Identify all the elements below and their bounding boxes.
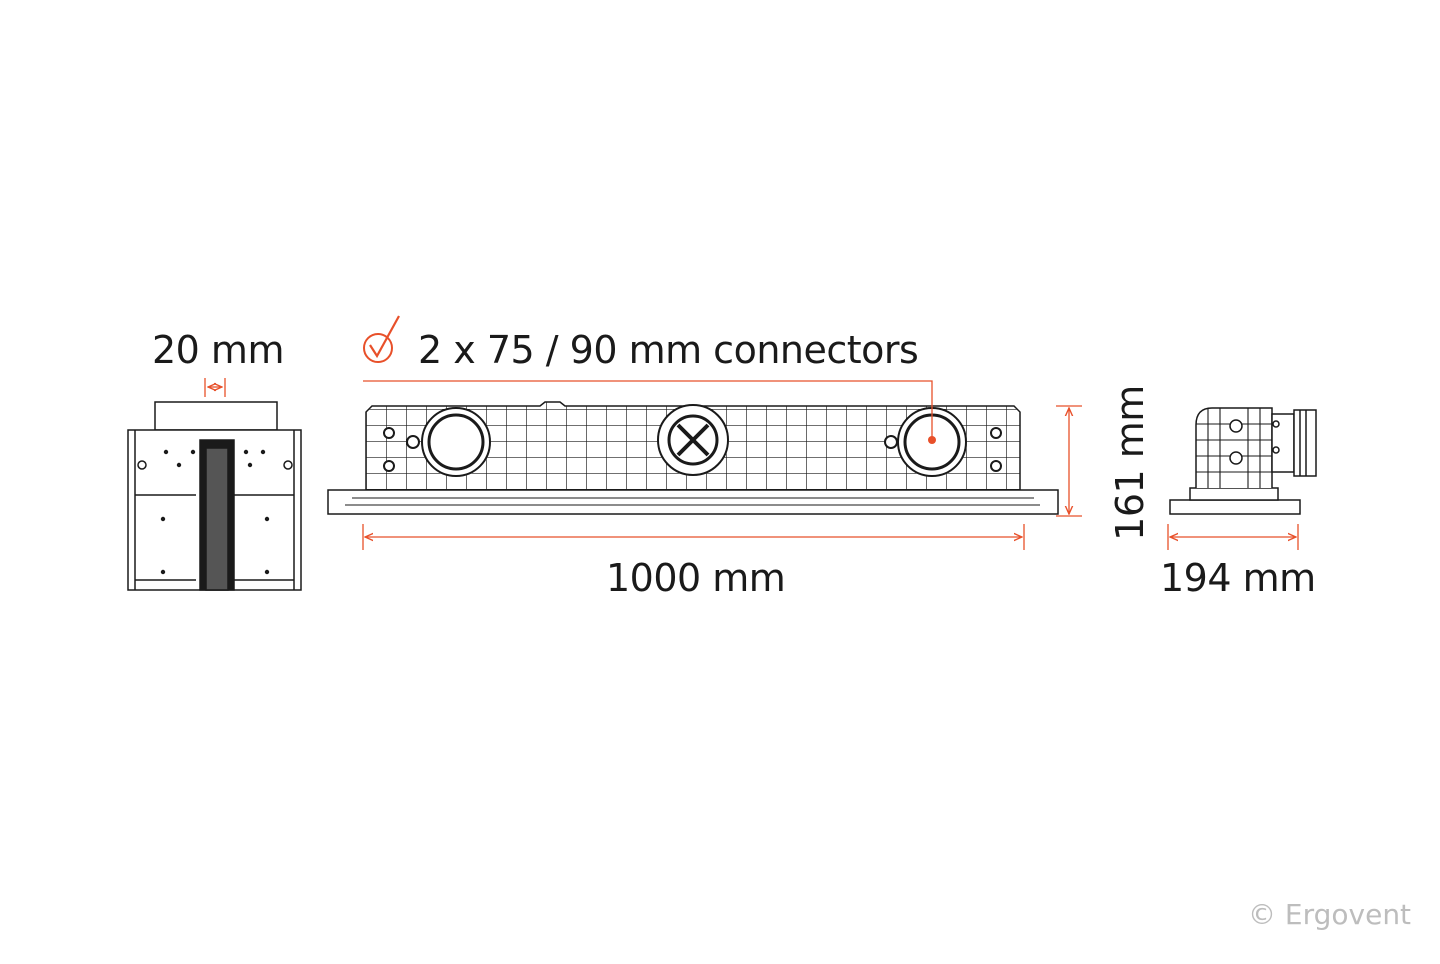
- end-view-drawing: [127, 401, 302, 591]
- connector-callout: [363, 315, 936, 444]
- height-dimension: [1056, 405, 1082, 517]
- side-view-drawing: [327, 401, 1059, 515]
- length-dimension: [362, 524, 1025, 550]
- check-circle-icon: [363, 315, 400, 363]
- slot-width-label: 20 mm: [152, 328, 284, 372]
- length-label: 1000 mm: [606, 556, 786, 600]
- connectors-label: 2 x 75 / 90 mm connectors: [418, 328, 919, 372]
- width-label: 194 mm: [1160, 556, 1316, 600]
- width-dimension: [1167, 524, 1299, 550]
- height-label: 161 mm: [1108, 385, 1152, 541]
- slot-width-dimension: [204, 378, 226, 397]
- cross-section-drawing: [1169, 407, 1317, 515]
- copyright-text: © Ergovent: [1248, 898, 1412, 931]
